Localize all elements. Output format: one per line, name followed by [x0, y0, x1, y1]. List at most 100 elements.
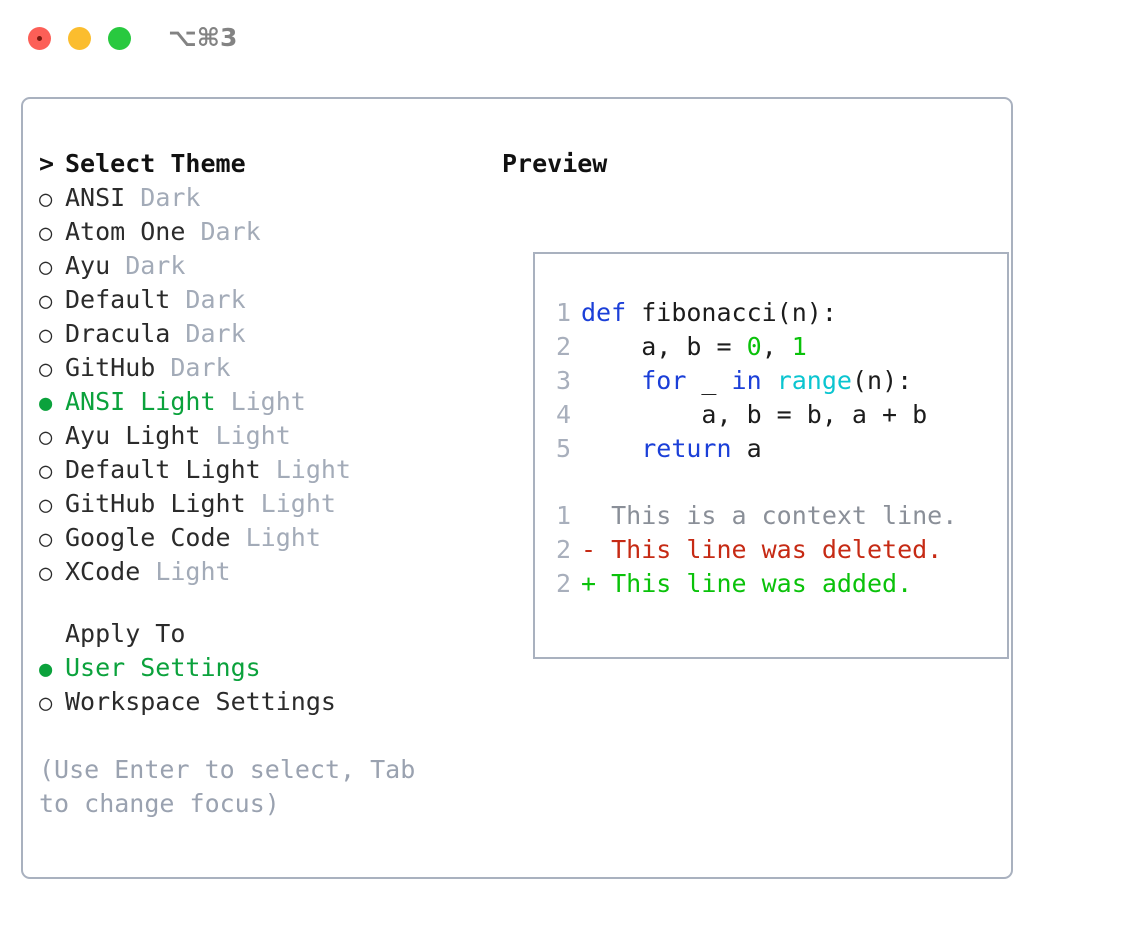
- keyboard-shortcut-label: ⌥⌘3: [168, 23, 238, 52]
- theme-option-dracula[interactable]: ○Dracula Dark: [39, 317, 489, 351]
- code-token: range: [776, 366, 852, 395]
- theme-option-ansi-light[interactable]: ● ANSI Light Light: [39, 385, 489, 419]
- theme-variant-label: Light: [215, 387, 306, 416]
- radio-selected-icon: ●: [39, 657, 53, 682]
- theme-variant-label: Dark: [170, 319, 246, 348]
- line-number: 2: [555, 535, 571, 564]
- radio-unselected-icon: ○: [39, 493, 53, 518]
- diff-line: 1 This is a context line.: [545, 499, 1001, 533]
- code-token: [762, 366, 777, 395]
- code-token: fibonacci(n):: [641, 298, 837, 327]
- zoom-button[interactable]: [108, 27, 131, 50]
- theme-option-google-code[interactable]: ○ Google Code Light: [39, 521, 489, 555]
- theme-option-ayu-light[interactable]: ○ Ayu Light Light: [39, 419, 489, 453]
- diff-line: 2 + This line was added.: [545, 567, 1001, 601]
- theme-variant-label: Dark: [185, 217, 261, 246]
- line-number: 4: [555, 400, 571, 429]
- theme-variant-label: Light: [200, 421, 291, 450]
- theme-variant-label: Light: [245, 489, 336, 518]
- line-number: 5: [555, 434, 571, 463]
- apply-to-name: User Settings: [65, 653, 261, 682]
- radio-unselected-icon: ○: [39, 561, 53, 586]
- code-line: 4 a, b = b, a + b: [545, 398, 1001, 432]
- radio-unselected-icon: ○: [39, 527, 53, 552]
- diff-line: 2 - This line was deleted.: [545, 533, 1001, 567]
- line-number: 2: [555, 332, 571, 361]
- theme-name: Default: [65, 285, 171, 314]
- spacer: [39, 589, 489, 617]
- theme-name: Dracula: [65, 319, 171, 348]
- theme-option-xcode[interactable]: ○ XCode Light: [39, 555, 489, 589]
- diff-sample: 1 This is a context line.2- This line wa…: [545, 499, 1001, 601]
- radio-unselected-icon: ○: [39, 357, 53, 382]
- theme-variant-label: Dark: [170, 285, 246, 314]
- prompt-marker-icon: >: [39, 149, 55, 178]
- code-line: 5 return a: [545, 432, 1001, 466]
- code-token: ,: [761, 332, 792, 361]
- code-token: (n):: [851, 366, 913, 395]
- theme-variant-label: Light: [230, 523, 321, 552]
- code-line: 3 for _ in range(n):: [545, 364, 1001, 398]
- theme-variant-label: Dark: [125, 183, 201, 212]
- theme-option-github[interactable]: ○GitHub Dark: [39, 351, 489, 385]
- minimize-button[interactable]: [68, 27, 91, 50]
- code-token: [581, 434, 641, 463]
- theme-list[interactable]: ○ANSI Dark○Atom One Dark○Ayu Dark○Defaul…: [39, 181, 489, 589]
- theme-variant-label: Light: [140, 557, 231, 586]
- theme-option-default[interactable]: ○ Default Dark: [39, 283, 489, 317]
- code-line: 2 a, b = 0, 1: [545, 330, 1001, 364]
- select-theme-title: Select Theme: [65, 149, 246, 178]
- code-token: _: [686, 366, 732, 395]
- code-line: 1 def fibonacci(n):: [545, 296, 1001, 330]
- code-token: + This line was added.: [581, 569, 913, 598]
- theme-name: GitHub: [65, 353, 156, 382]
- code-token: for: [641, 366, 687, 395]
- theme-name: ANSI: [65, 183, 126, 212]
- code-token: return: [641, 434, 732, 463]
- theme-name: ANSI Light: [65, 387, 216, 416]
- code-token: 0: [746, 332, 762, 361]
- theme-variant-label: Dark: [110, 251, 186, 280]
- theme-option-ansi[interactable]: ○ANSI Dark: [39, 181, 489, 215]
- theme-name: Default Light: [65, 455, 261, 484]
- apply-to-option-workspace-settings[interactable]: ○ Workspace Settings: [39, 685, 489, 719]
- keyboard-hint-text: (Use Enter to select, Tab to change focu…: [39, 755, 416, 818]
- preview-heading: Preview: [502, 149, 608, 178]
- apply-to-label: Apply To: [65, 619, 186, 648]
- theme-option-default-light[interactable]: ○Default Light Light: [39, 453, 489, 487]
- radio-selected-icon: ●: [39, 391, 53, 416]
- code-token: a: [731, 434, 762, 463]
- radio-unselected-icon: ○: [39, 425, 53, 450]
- title-bar: ⌥⌘3: [0, 0, 1140, 78]
- theme-name: Atom One: [65, 217, 186, 246]
- theme-name: Google Code: [65, 523, 231, 552]
- radio-unselected-icon: ○: [39, 459, 53, 484]
- code-token: - This line was deleted.: [581, 535, 943, 564]
- close-button[interactable]: [28, 27, 51, 50]
- apply-to-list[interactable]: ● User Settings ○ Workspace Settings: [39, 651, 489, 719]
- apply-to-option-user-settings[interactable]: ● User Settings: [39, 651, 489, 685]
- theme-name: Ayu Light: [65, 421, 201, 450]
- theme-option-atom-one[interactable]: ○ Atom One Dark: [39, 215, 489, 249]
- theme-option-ayu[interactable]: ○Ayu Dark: [39, 249, 489, 283]
- radio-unselected-icon: ○: [39, 221, 53, 246]
- radio-unselected-icon: ○: [39, 255, 53, 280]
- code-token: in: [731, 366, 762, 395]
- radio-unselected-icon: ○: [39, 289, 53, 314]
- apply-to-name: Workspace Settings: [65, 687, 336, 716]
- code-token: def: [581, 298, 642, 327]
- line-number: 1: [555, 298, 571, 327]
- theme-name: XCode: [65, 557, 141, 586]
- code-token: 1: [791, 332, 807, 361]
- line-number: 3: [555, 366, 571, 395]
- theme-option-github-light[interactable]: ○GitHub Light Light: [39, 487, 489, 521]
- code-token: [581, 366, 641, 395]
- line-number: 2: [555, 569, 571, 598]
- main-panel: >Select Theme ○ANSI Dark○Atom One Dark○A…: [21, 97, 1013, 879]
- code-token: a, b =: [581, 332, 747, 361]
- code-token: This is a context line.: [581, 501, 958, 530]
- radio-unselected-icon: ○: [39, 691, 53, 716]
